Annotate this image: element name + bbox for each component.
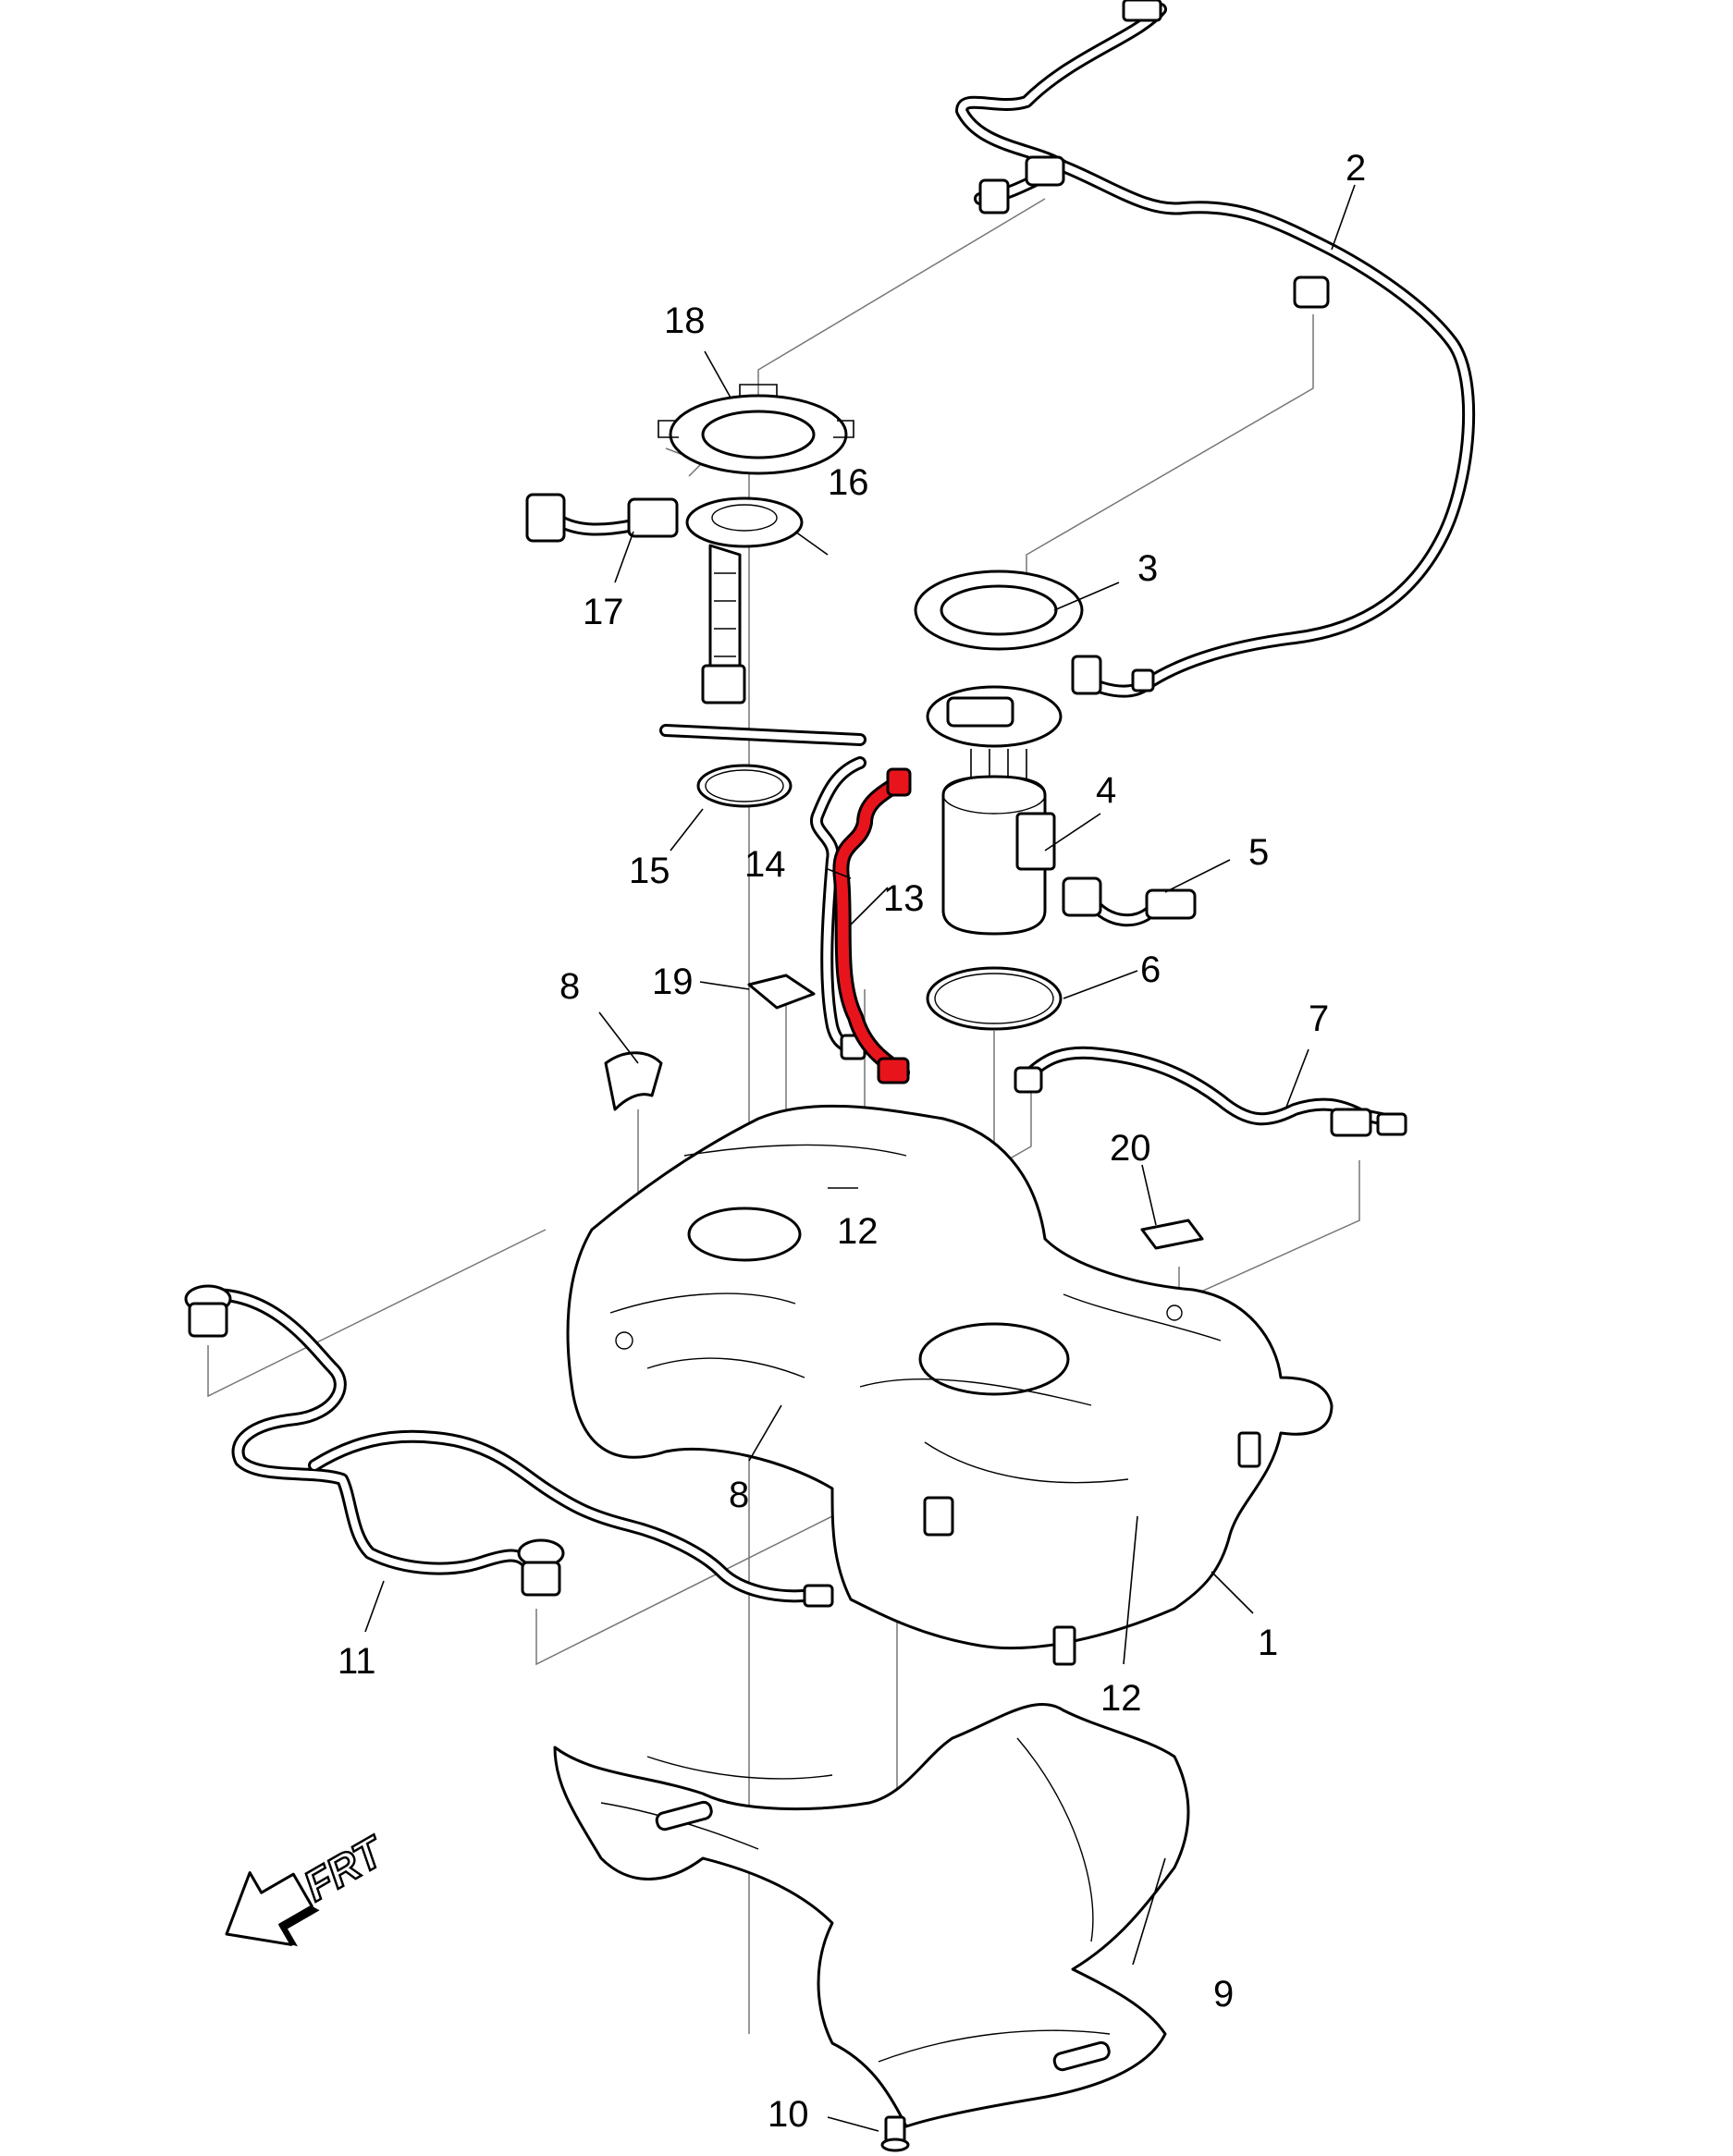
part-9-tank-shield bbox=[553, 1702, 1190, 2128]
callout-16: 16 bbox=[828, 462, 869, 503]
part-15-seal bbox=[696, 764, 793, 808]
part-4-fuel-pump-module bbox=[926, 685, 1063, 936]
callout-7: 7 bbox=[1309, 998, 1329, 1039]
front-direction-arrow: FRT bbox=[225, 1825, 395, 1947]
part-3-pump-lock-ring bbox=[914, 570, 1084, 651]
callout-1: 1 bbox=[1258, 1623, 1278, 1663]
callout-6: 6 bbox=[1140, 949, 1161, 990]
callout-8-lower: 8 bbox=[729, 1475, 749, 1515]
part-20-pad bbox=[1140, 1219, 1204, 1250]
part-17-sender-connector bbox=[525, 493, 679, 543]
part-5-pump-connector bbox=[1062, 876, 1197, 927]
callout-17: 17 bbox=[583, 592, 624, 632]
callout-11: 11 bbox=[338, 1641, 376, 1682]
callout-19: 19 bbox=[652, 962, 694, 1002]
callout-5: 5 bbox=[1248, 832, 1269, 873]
callout-20: 20 bbox=[1110, 1128, 1151, 1169]
part-10-bolt bbox=[880, 2115, 910, 2152]
callout-2: 2 bbox=[1346, 148, 1366, 189]
part-16-fuel-level-sender bbox=[685, 496, 804, 704]
wiring-harness-upper bbox=[955, 0, 1476, 698]
part-6-seal bbox=[926, 966, 1063, 1031]
leader-lines bbox=[364, 184, 1356, 2132]
callout-12-lower: 12 bbox=[1100, 1678, 1142, 1719]
part-18-lock-ring bbox=[658, 384, 854, 475]
callout-labels: 1 2 3 4 5 6 7 8 8 9 10 11 12 12 13 14 15… bbox=[338, 148, 1366, 2135]
callout-15: 15 bbox=[629, 851, 670, 891]
part-11-sender-wiring bbox=[184, 1284, 834, 1608]
frt-label: FRT bbox=[296, 1826, 394, 1910]
callout-4: 4 bbox=[1096, 770, 1116, 811]
callout-10: 10 bbox=[768, 2094, 809, 2135]
part-7-vent-line bbox=[1014, 1046, 1407, 1137]
part-14-fuel-line bbox=[659, 724, 866, 1060]
part-13-fuel-line-highlighted bbox=[832, 767, 912, 1084]
callout-12-upper: 12 bbox=[837, 1211, 879, 1252]
callout-8-upper: 8 bbox=[559, 966, 580, 1007]
callout-18: 18 bbox=[664, 300, 706, 341]
callout-13: 13 bbox=[883, 878, 925, 919]
part-1-fuel-tank bbox=[566, 1104, 1334, 1666]
callout-9: 9 bbox=[1213, 1974, 1234, 2015]
callout-14: 14 bbox=[744, 844, 786, 885]
callout-3: 3 bbox=[1137, 548, 1158, 589]
part-19-clip bbox=[747, 974, 816, 1010]
